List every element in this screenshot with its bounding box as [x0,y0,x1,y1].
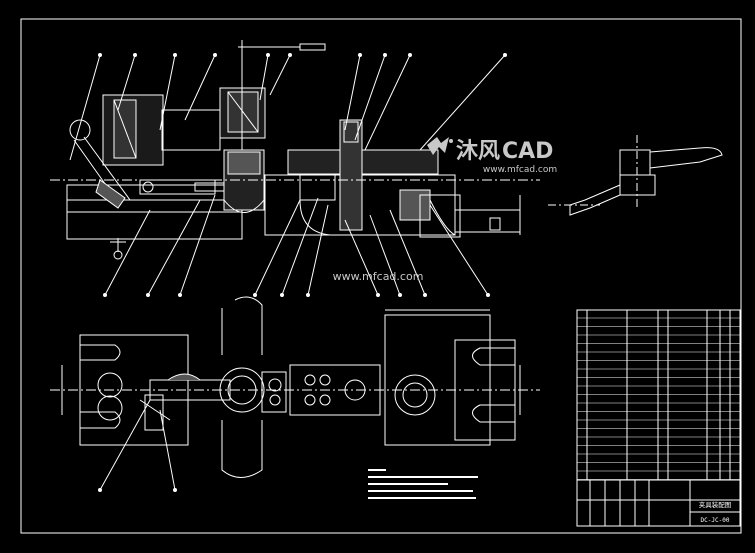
plan-view [50,296,540,491]
front-view [50,40,540,260]
side-view [548,135,723,216]
parts-list-rows [577,317,740,480]
logo-url-text: www.mfcad.com [483,165,557,175]
drawing-number: DC-JC-00 [701,517,730,524]
technical-notes [368,469,478,499]
drawing-title: 夹具装配图 [699,500,732,509]
center-watermark-url: www.mfcad.com [333,270,424,283]
logo-cad-text: CAD [502,139,553,164]
title-block [576,479,741,527]
logo-icon [427,137,453,155]
balloon-dots [98,53,507,492]
watermark-logo: 沐风 CAD www.mfcad.com [427,137,557,175]
logo-chinese-text: 沐风 [456,139,500,164]
drawing-frame [20,18,742,534]
part-leaders-top [69,54,506,296]
parts-list-table [576,309,741,481]
